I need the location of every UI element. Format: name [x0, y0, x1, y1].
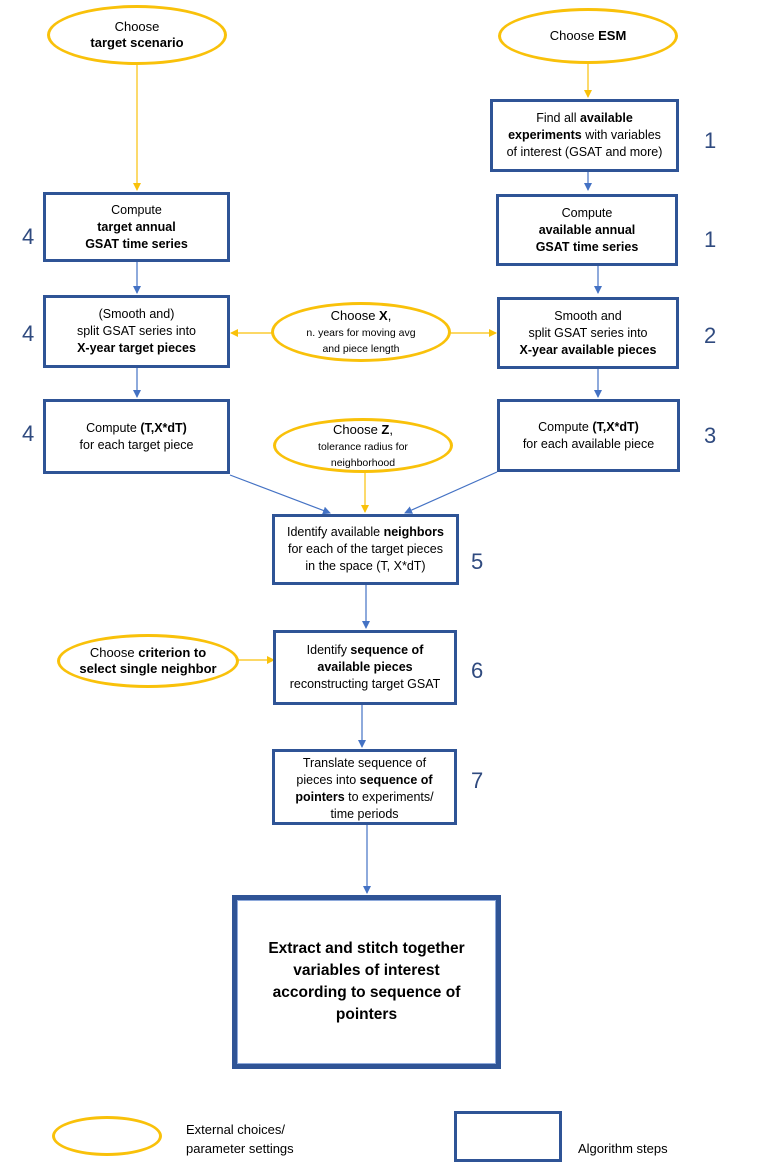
find-experiments-step: Find all available experiments with vari… — [490, 99, 679, 172]
compute-t-available-step: Compute (T,X*dT)for each available piece — [497, 399, 680, 472]
step-number-available-gsat: 1 — [704, 227, 717, 252]
arrow-compute-target-to-neighbors — [229, 474, 331, 515]
choose-esm-oval: Choose ESM — [498, 8, 678, 64]
step-number-compute-t-available: 3 — [704, 423, 717, 448]
legend-box-swatch — [454, 1111, 562, 1162]
identify-neighbors-step: Identify available neighbors for each of… — [272, 514, 459, 585]
arrow-compute-available-to-neighbors — [404, 471, 498, 514]
step-number-translate: 7 — [471, 768, 484, 793]
compute-t-target-step: Compute (T,X*dT)for each target piece — [43, 399, 230, 474]
choose-z-oval: Choose Z, tolerance radius for neighborh… — [273, 418, 453, 473]
step-number-neighbors: 5 — [471, 549, 484, 574]
step-number-split-target: 4 — [22, 321, 35, 346]
step-number-sequence: 6 — [471, 658, 484, 683]
step-number-find-experiments: 1 — [704, 128, 717, 153]
translate-sequence-step: Translate sequence of pieces into sequen… — [272, 749, 457, 825]
choose-x-oval: Choose X, n. years for moving avg and pi… — [271, 302, 451, 362]
legend-oval-swatch — [52, 1116, 162, 1156]
step-number-compute-t-target: 4 — [22, 421, 35, 446]
legend-oval-label: External choices/parameter settings — [186, 1122, 294, 1156]
legend-box-label: Algorithm steps — [578, 1141, 668, 1156]
step-number-split-available: 2 — [704, 323, 717, 348]
step-number-target-gsat: 4 — [22, 224, 35, 249]
